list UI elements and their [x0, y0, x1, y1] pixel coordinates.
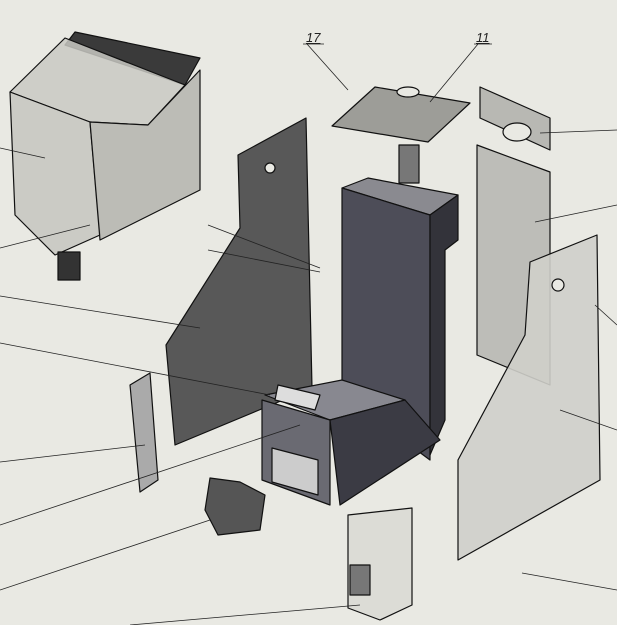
right-upper-plate	[479, 86, 551, 151]
front-mount	[204, 477, 266, 536]
right-large-panel	[457, 234, 601, 561]
chimney-pipe	[398, 144, 420, 184]
hopper	[9, 31, 201, 281]
left-bracket	[129, 372, 159, 493]
main-body	[261, 177, 459, 506]
leader-lines	[0, 43, 617, 625]
top-plate	[331, 86, 471, 143]
callout-11: 11	[476, 30, 490, 45]
left-side-panel	[165, 117, 313, 446]
callout-17: 17	[306, 30, 321, 45]
lower-cover	[347, 507, 413, 621]
